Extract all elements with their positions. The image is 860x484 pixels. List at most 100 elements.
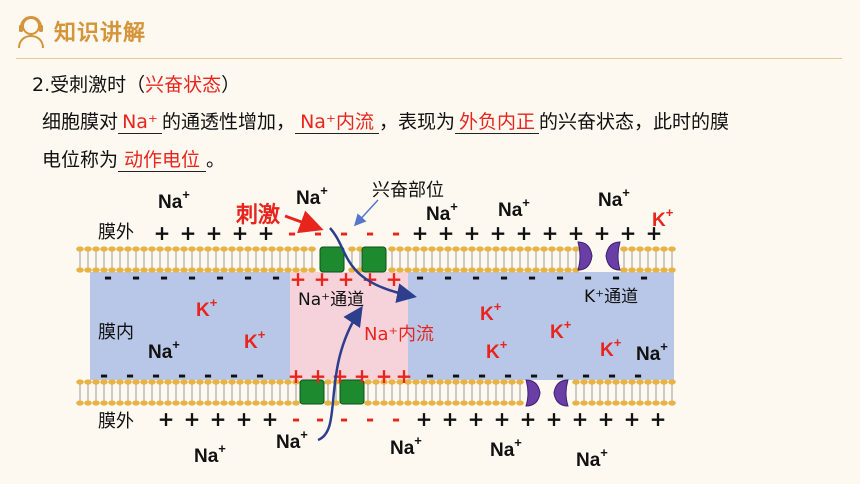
sodium-ion: Na+ (576, 445, 608, 471)
inside-top-minus: - (216, 265, 224, 289)
outside-bottom-plus: + (520, 407, 537, 431)
outside-bottom-plus: + (236, 407, 253, 431)
k-channel-top (577, 241, 621, 271)
excited-site-arrow (353, 199, 379, 227)
inside-bottom-minus: - (556, 363, 564, 387)
outside-bottom-minus-excited: - (392, 407, 400, 431)
sodium-ion: Na+ (390, 433, 422, 459)
outside-top-plus: + (646, 221, 663, 245)
stimulus-arrow (284, 210, 324, 234)
outside-bottom-minus-excited: - (316, 407, 324, 431)
inside-top-plus-excited: + (338, 267, 355, 291)
sodium-ion: Na+ (498, 195, 530, 221)
page-title: 知识讲解 (54, 21, 147, 46)
inside-bottom-plus-excited: + (310, 364, 327, 388)
outside-bottom-plus: + (442, 407, 459, 431)
outside-bottom-plus: + (416, 407, 433, 431)
outside-top-plus: + (568, 221, 585, 245)
outside-bottom-plus: + (210, 407, 227, 431)
header-bar: 知识讲解 (0, 0, 860, 62)
outside-top-plus: + (206, 221, 223, 245)
inside-top-plus-excited: + (290, 267, 307, 291)
inside-top-minus: - (640, 265, 648, 289)
outside-top-plus: + (258, 221, 275, 245)
inside-bottom-plus-excited: + (288, 364, 305, 388)
inside-top-plus-excited: + (314, 267, 331, 291)
outside-top-plus: + (180, 221, 197, 245)
outside-bottom-minus-excited: - (292, 407, 300, 431)
inside-bottom-minus: - (178, 363, 186, 387)
inside-bottom-minus: - (204, 363, 212, 387)
label-outside-top: 膜外 (98, 222, 134, 243)
inside-top-minus: - (244, 265, 252, 289)
inside-top-minus: - (612, 265, 620, 289)
outside-top-plus: + (620, 221, 637, 245)
inside-bottom-minus: - (256, 363, 264, 387)
outside-top-plus: + (412, 221, 429, 245)
label-k-channel: K⁺通道 (584, 287, 638, 307)
inside-region-right (408, 272, 674, 380)
outside-bottom-minus-excited: - (366, 407, 374, 431)
membrane-top (76, 246, 676, 273)
outside-top-minus-excited: - (366, 221, 374, 245)
inside-bottom-minus: - (478, 363, 486, 387)
sodium-ion: Na+ (490, 435, 522, 461)
inside-top-minus: - (416, 265, 424, 289)
label-na-influx: Na⁺内流 (364, 324, 434, 345)
inside-bottom-minus: - (634, 363, 642, 387)
outside-bottom-plus: + (494, 407, 511, 431)
inside-top-minus: - (528, 265, 536, 289)
outside-bottom-minus-excited: - (340, 407, 348, 431)
outside-bottom-plus: + (158, 407, 175, 431)
outside-bottom-plus: + (546, 407, 563, 431)
membrane-diagram: +++++++++++++++---------------------++++… (76, 180, 676, 471)
outside-top-plus: + (516, 221, 533, 245)
outside-bottom-plus: + (262, 407, 279, 431)
outside-bottom-plus: + (650, 407, 667, 431)
line1-text-b: 的通透性增加， (162, 111, 296, 133)
label-excited-site: 兴奋部位 (372, 180, 444, 201)
inside-top-plus-excited: + (386, 267, 403, 291)
inside-bottom-minus: - (530, 363, 538, 387)
label-stimulus: 刺激 (236, 202, 280, 228)
inside-bottom-plus-excited: + (396, 364, 413, 388)
na-influx-arrow-top (329, 227, 417, 303)
outside-top-plus: + (154, 221, 171, 245)
k-channel-bottom (525, 379, 569, 407)
outside-top-minus-excited: - (314, 221, 322, 245)
inside-region-left (90, 272, 290, 380)
sodium-ion: Na+ (598, 185, 630, 211)
line2-text-a: 电位称为 (42, 149, 119, 171)
inside-bottom-minus: - (608, 363, 616, 387)
inside-bottom-minus: - (426, 363, 434, 387)
inside-top-minus: - (556, 265, 564, 289)
inside-bottom-minus: - (230, 363, 238, 387)
outside-bottom-plus: + (468, 407, 485, 431)
outside-top-plus: + (594, 221, 611, 245)
outside-top-plus: + (232, 221, 249, 245)
blank-outside-neg-inside-pos: 外负内正 (455, 111, 540, 134)
line1-text-c: ，表现为 (379, 111, 456, 133)
outside-bottom-plus: + (184, 407, 201, 431)
potassium-ion: K+ (652, 205, 674, 231)
outside-top-minus-excited: - (340, 221, 348, 245)
sodium-ion: Na+ (194, 441, 226, 467)
na-channel-bottom (299, 379, 365, 405)
inside-bottom-minus: - (152, 363, 160, 387)
na-influx-arrow-bottom (317, 305, 363, 442)
line2-text-b: 。 (206, 149, 226, 171)
teacher-headset-icon (18, 16, 44, 48)
outside-top-plus: + (438, 221, 455, 245)
inside-bottom-minus: - (582, 363, 590, 387)
label-outside-bottom: 膜外 (98, 411, 134, 432)
inside-top-minus: - (472, 265, 480, 289)
header-divider (16, 58, 842, 59)
inside-top-minus: - (132, 265, 140, 289)
inside-top-minus: - (444, 265, 452, 289)
inside-bottom-minus: - (452, 363, 460, 387)
inside-bottom-plus-excited: + (354, 364, 371, 388)
inside-bottom-minus: - (126, 363, 134, 387)
section-heading: 2.受刺激时（兴奋状态） (32, 70, 240, 97)
description-line-2: 电位称为动作电位。 (42, 145, 225, 172)
inside-top-minus: - (188, 265, 196, 289)
